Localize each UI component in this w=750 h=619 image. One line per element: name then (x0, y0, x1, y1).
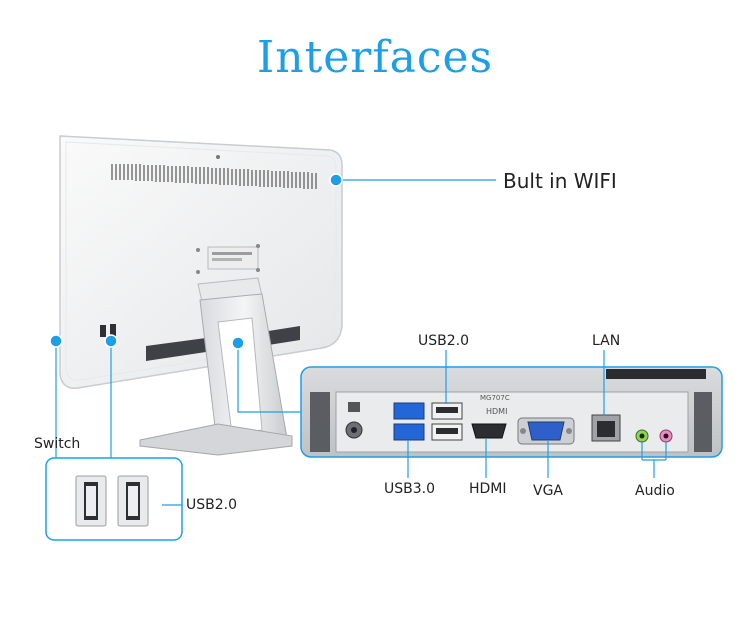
callout-usb20-panel: USB2.0 (418, 333, 470, 349)
page-title: Interfaces (256, 32, 494, 83)
callout-wifi: Bult in WIFI (503, 169, 617, 193)
callout-usb30: USB3.0 (384, 481, 436, 497)
monitor-stand (139, 277, 293, 456)
callout-lines (55, 179, 667, 506)
callout-audio: Audio (635, 483, 675, 499)
callout-usb20-side: USB2.0 (186, 497, 238, 513)
air-vent (111, 164, 317, 189)
hdmi-port-label: HDMI (486, 407, 507, 416)
callout-hdmi: HDMI (469, 481, 507, 497)
side-usb-callout-dot (104, 334, 118, 348)
callout-vga: VGA (533, 483, 564, 499)
monitor-back (59, 135, 343, 389)
wifi-callout-dot (329, 173, 343, 187)
side-usb-zoom-box (45, 457, 183, 541)
callout-dots (49, 173, 343, 350)
model-code: MG707C (480, 394, 510, 402)
rear-io-panel: HDMI MG707C (300, 366, 723, 458)
callout-lan: LAN (592, 333, 621, 349)
switch-callout-dot (49, 334, 63, 348)
io-callout-dot (231, 336, 245, 350)
callout-switch: Switch (34, 436, 81, 452)
